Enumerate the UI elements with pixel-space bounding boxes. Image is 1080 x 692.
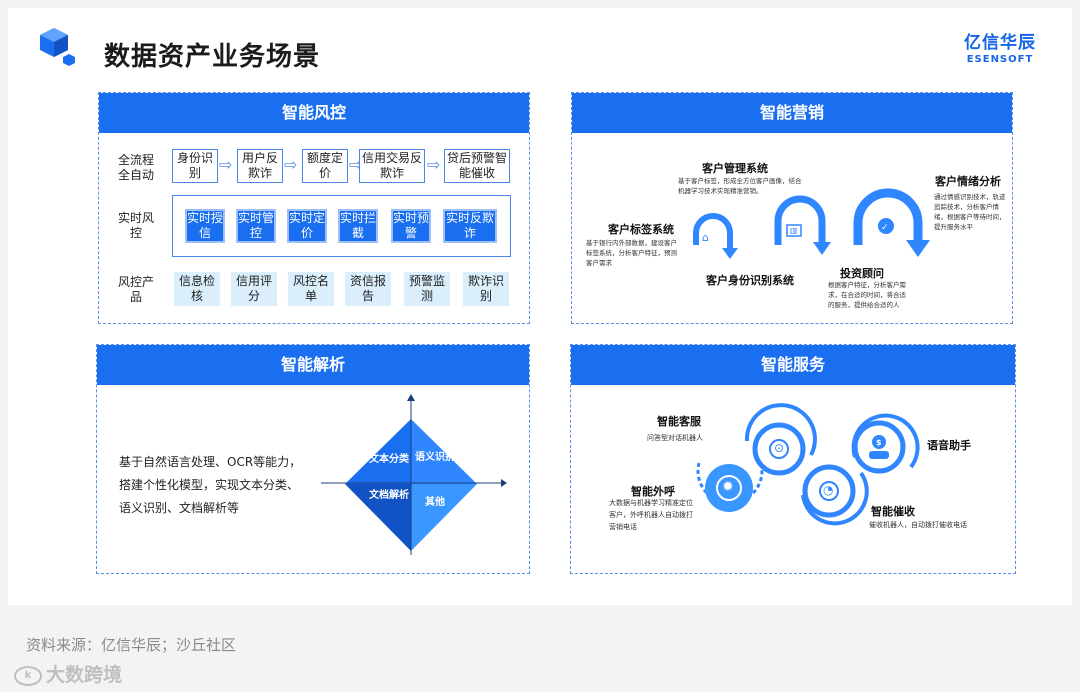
row-label-full-process: 全流程全自动 (117, 153, 154, 182)
chart-icon: ▥ (790, 226, 798, 235)
quadrant-other: 其他 (425, 497, 445, 508)
quadrant-doc-parse: 文档解析 (369, 490, 409, 501)
mk-customer-mgmt-desc: 基于客户标签，形成全方位客户画像，结合机器学习技术实现精准营销。 (678, 177, 802, 195)
mk-advisor-desc: 根据客户特征，分析客户需求，在合适的时间，将合适的服务，提供给合适的人 (828, 281, 906, 309)
arrow-icon: ⇨ (427, 155, 441, 174)
sv-collection-title: 智能催收 (871, 505, 915, 518)
mk-advisor-title: 投资顾问 (840, 267, 884, 280)
realtime-pricing: 实时定价 (287, 209, 327, 243)
analysis-description: 基于自然语言处理、OCR等能力，搭建个性化模型，实现文本分类、语义识别、文档解析… (119, 455, 302, 515)
source-note: 资料来源：亿信华辰；沙丘社区 (26, 636, 237, 654)
marketing-panel-title: 智能营销 (572, 93, 1012, 133)
product-warning-monitor: 预警监测 (404, 272, 450, 306)
arrow-icon: ⇨ (219, 155, 233, 174)
mk-identity-title: 客户身份识别系统 (706, 274, 794, 287)
sv-chatbot-title: 智能客服 (657, 415, 701, 428)
mk-tag-system-title: 客户标签系统 (608, 223, 674, 236)
realtime-warning: 实时预警 (391, 209, 431, 243)
quadrant-text-classify: 文本分类 (369, 454, 409, 465)
risk-panel-title: 智能风控 (99, 93, 529, 133)
step-credit-pricing: 额度定价 (302, 149, 348, 183)
realtime-intercept: 实时拦截 (338, 209, 378, 243)
realtime-antifraud: 实时反欺诈 (443, 209, 497, 243)
realtime-credit: 实时授信 (185, 209, 225, 243)
cube-icon (40, 28, 75, 66)
svg-text:✓: ✓ (881, 223, 889, 233)
sv-outbound-title: 智能外呼 (631, 485, 675, 498)
mk-customer-mgmt-title: 客户管理系统 (702, 162, 768, 175)
page-title: 数据资产业务场景 (104, 42, 321, 72)
brand-name-cn: 亿信华辰 (964, 33, 1036, 53)
analysis-panel-title: 智能解析 (97, 345, 529, 385)
step-identity: 身份识别 (172, 149, 218, 183)
brand-logo: 亿信华辰 ESENSOFT (964, 28, 1036, 65)
row-label-realtime: 实时风控 (117, 211, 154, 240)
product-risk-list: 风控名单 (288, 272, 334, 306)
quadrant-semantic: 语义识别 (415, 452, 455, 463)
product-info-check: 信息检核 (174, 272, 220, 306)
step-postloan-collection: 贷后预警智能催收 (444, 149, 510, 183)
risk-panel: 智能风控 全流程全自动 身份识别 ⇨ 用户反欺诈 ⇨ 额度定价 ⇨ 信用交易反欺… (98, 92, 530, 324)
watermark-text: 大数跨境 (46, 664, 123, 686)
sv-voice-title: 语音助手 (927, 439, 971, 452)
row-label-products: 风控产品 (117, 275, 154, 304)
brand-name-en: ESENSOFT (966, 54, 1034, 65)
marketing-panel: 智能营销 ✓ ⌂ ▥ 客户管理系统 基于客户标签，形成全方位客户画像，结合机器学… (571, 92, 1013, 324)
product-credit-report: 资信报告 (345, 272, 391, 306)
home-icon: ⌂ (702, 231, 709, 244)
analysis-panel: 智能解析 基于自然语言处理、OCR等能力，搭建个性化模型，实现文本分类、语义识别… (96, 344, 530, 574)
speedometer-icon: ◔ (823, 483, 834, 497)
service-panel: 智能服务 ✹ ⊙ ◔ $ 智能客服 问答型对话机器人 语音助手 智能外呼 大数据… (570, 344, 1016, 574)
product-credit-score: 信用评分 (231, 272, 277, 306)
mk-tag-system-desc: 基于银行内外部数据，建设客户标签系统，分析客户特征，预测客户需求 (586, 239, 677, 267)
mk-emotion-desc: 通过情感识别技术，轨迹追踪技术，分析客户情绪，根据客户等待时间，提升服务水平 (934, 193, 1006, 231)
service-panel-title: 智能服务 (571, 345, 1015, 385)
mk-emotion-title: 客户情绪分析 (935, 175, 1001, 188)
step-user-antifraud: 用户反欺诈 (237, 149, 283, 183)
step-trade-antifraud: 信用交易反欺诈 (359, 149, 425, 183)
watermark-logo-icon: k (14, 665, 42, 686)
sv-collection-desc: 催收机器人，自动拨打催收电话 (869, 521, 967, 529)
realtime-frame (172, 195, 511, 257)
compass-icon: ⊙ (774, 441, 785, 455)
arrow-icon: ⇨ (284, 155, 298, 174)
agent-icon: $ (876, 438, 882, 447)
sv-outbound-desc: 大数据与机器学习精准定位客户，外呼机器人自动拨打营销电话 (609, 499, 693, 531)
service-rings (696, 403, 920, 526)
realtime-control: 实时管控 (236, 209, 276, 243)
marketing-arrows: ✓ (693, 188, 930, 259)
quadrant-diagram (321, 394, 507, 555)
gear-icon: ✹ (722, 479, 734, 495)
sv-chatbot-desc: 问答型对话机器人 (647, 434, 703, 442)
product-fraud-detect: 欺诈识别 (463, 272, 509, 306)
